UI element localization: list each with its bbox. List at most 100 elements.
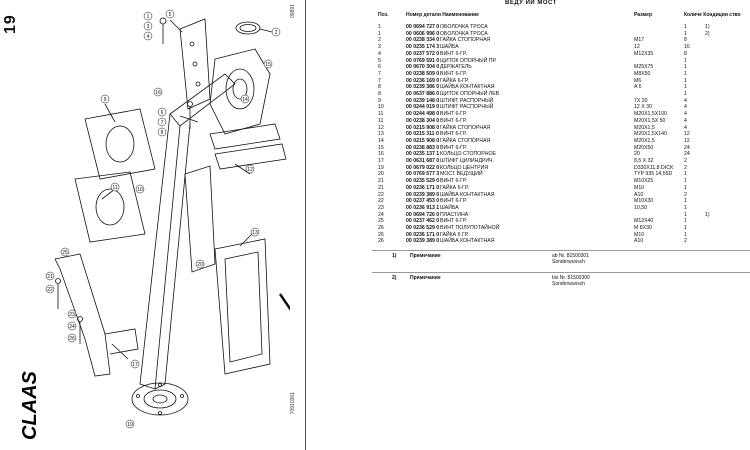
svg-text:7: 7 [161,120,164,126]
callout: 3 [143,21,153,31]
row-qty: 1 [684,198,687,205]
svg-text:22: 22 [47,287,53,293]
row-size: 7X 20 [634,97,648,104]
row-part-name: ШАЙБА [440,44,459,51]
row-size: M10 [634,231,645,238]
svg-text:10: 10 [137,187,143,193]
row-pos: 24 [378,211,384,218]
row-part-name: ЩИТОК ОПОРНЫЙ ПР. [440,57,497,64]
row-size: M20X1,5 [634,137,655,144]
row-part-number: 00 0694 727 0 [406,24,440,30]
note-separator [372,250,750,252]
row-part-number: 00 0235 137 1 [406,151,440,158]
row-size: TYP 935 14,55D [634,171,673,178]
row-part-number: 00 0238 304 0 [406,117,440,124]
row-size: D330X11,8 DICK [634,164,674,171]
svg-text:15: 15 [265,62,271,68]
callout: 1 [143,11,153,21]
row-pos: 15 [378,144,384,151]
callout: 20 [195,259,205,269]
svg-text:2: 2 [275,30,278,36]
row-part-number: 00 0244 498 0 [406,111,440,118]
row-size: 20 [634,151,640,158]
row-part-name: ШАЙБА КОНТАКТНАЯ [440,84,495,91]
row-qty: 1 [684,70,687,77]
row-part-number: 00 0694 726 0 [406,211,440,218]
row-part-name: ГАЙКА 6-ГР. [440,184,469,191]
row-pos: 16 [378,151,384,158]
row-qty: 1 [684,218,687,225]
row-pos: 1 [378,24,381,30]
svg-text:14: 14 [242,97,248,103]
callout: 25 [60,247,70,257]
row-pos: 21 [378,178,384,185]
callout: 12 [245,164,255,174]
row-pos: 17 [378,158,384,164]
callout: 9 [100,94,110,104]
row-size: A 6 [634,84,642,91]
row-part-number: 00 0215 311 0 [406,131,439,138]
page-number: 19 [2,14,19,34]
row-qty: 1 [684,91,687,97]
panel-divider [305,0,306,450]
callout: 7 [157,117,167,127]
note-subtext: Sonderwunsch [552,259,586,266]
row-part-name: ВИНТ ПОЛУПОТАЙНОЙ [440,225,500,231]
row-pos: 8 [378,91,381,97]
row-pos: 20 [378,171,384,178]
svg-text:12: 12 [247,167,253,173]
header-pos: Поз. [378,12,389,18]
row-qty: 1 [684,64,687,71]
row-pos: 22 [378,198,384,205]
row-qty: 8 [684,50,687,57]
row-size: M8X50 [634,70,651,77]
note-number: 2) [392,275,397,282]
row-part-name: ЩИТОК ОПОРНЫЙ ЛЕВ [440,91,500,97]
row-pos: 23 [378,204,384,211]
row-part-name: ВИНТ 6-ГР. [440,70,467,77]
svg-text:20: 20 [197,262,203,268]
row-part-name: ВИНТ 6-ГР. [440,144,467,151]
row-pos: 12 [378,124,384,131]
row-condition: 2) [705,30,710,37]
direction-arrow-icon [278,293,290,311]
row-qty: 24 [684,144,690,151]
svg-text:4: 4 [147,34,150,40]
row-part-name: МОСТ ВЕДУЩИЙ [440,171,483,178]
callout: 13 [250,227,260,237]
row-pos: 13 [378,131,384,138]
row-pos: 14 [378,137,384,144]
row-qty: 1 [684,84,687,91]
row-qty: 1 [684,171,687,178]
row-part-number: 00 0236 529 0 [406,225,440,231]
row-part-name: ВИНТ 6-ГР. [440,111,467,118]
row-qty: 2 [684,238,687,245]
header-size: Размер [634,12,653,18]
logo-text: CLAAS [19,370,41,440]
row-pos: 2 [378,37,381,44]
row-part-name: КОЛЬЦО СТОПОРНОЕ [440,151,496,158]
row-size: M20X1,5X100 [634,111,667,118]
header-qty: Количе Кондиции ство [684,12,741,18]
row-qty: 4 [684,111,687,118]
callout: 21 [45,271,55,281]
row-part-number: 00 0239 386 0 [406,84,440,91]
callout: 14 [240,94,250,104]
row-size: A10 [634,191,644,198]
row-part-number: 00 0238 883 0 [406,144,440,151]
row-qty: 1 [684,178,687,185]
row-qty: 2 [684,191,687,198]
svg-text:24: 24 [69,324,75,330]
svg-text:13: 13 [252,230,258,236]
callout: 5 [165,9,175,19]
row-part-number: 00 0235 174 3 [406,44,440,51]
svg-text:9: 9 [104,97,107,103]
row-part-name: ОБОЛОЧКА ТРОСА [440,24,488,30]
row-part-name: ГАЙКА 6 ГР. [440,231,469,238]
row-size: 10,50 [634,204,647,211]
row-part-number: 00 0606 996 0 [406,30,440,37]
svg-text:5: 5 [169,12,172,18]
row-pos: 6 [378,64,381,71]
row-part-number: 00 0236 913 1 [406,204,440,211]
row-part-number: 00 0244 019 0 [406,104,440,111]
